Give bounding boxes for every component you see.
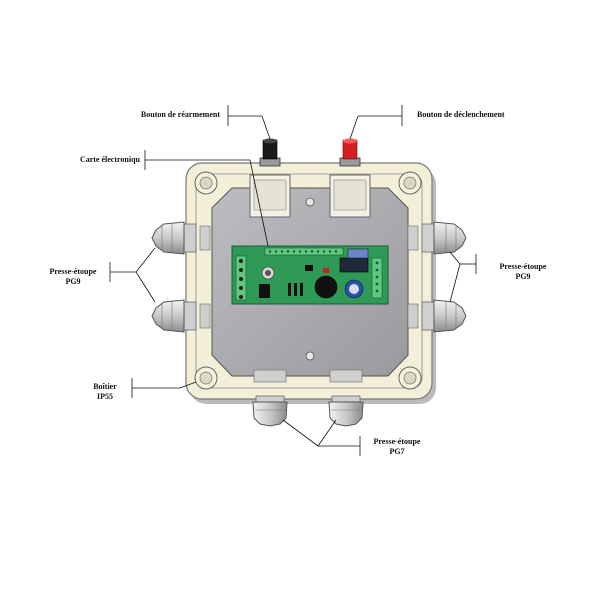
gland-left-top <box>151 221 211 255</box>
label-reset-button: Bouton de réarmement <box>140 110 220 119</box>
housing-groove <box>195 173 423 389</box>
corner-screw-top-right <box>398 171 422 195</box>
gland-bottom-left <box>252 369 288 427</box>
plate-screw-top <box>305 197 315 207</box>
gland-right-bottom <box>407 299 467 333</box>
gland-bottom-right <box>328 369 364 427</box>
label-gland-right: Presse-étoupe PG9 <box>499 262 547 281</box>
corner-screw-bottom-left <box>194 366 218 390</box>
trigger-button-housing <box>329 174 371 218</box>
reset-button-housing <box>249 174 291 218</box>
plate-screw-bottom <box>305 351 315 361</box>
reset-push-button <box>259 138 281 167</box>
trigger-push-button <box>339 138 361 167</box>
label-gland-left: Presse-étoupe PG9 <box>49 267 97 286</box>
electronic-board <box>231 245 389 305</box>
corner-screw-bottom-right <box>398 366 422 390</box>
label-gland-bottom: Presse-étoupe PG7 <box>373 437 421 456</box>
leader-lines <box>109 105 477 456</box>
label-electronic-board: Carte électroniqu <box>79 155 140 164</box>
label-housing: Boîtier IP55 <box>93 382 117 401</box>
label-trigger-button: Bouton de déclenchement <box>417 110 505 119</box>
corner-screw-top-left <box>194 171 218 195</box>
gland-right-top <box>407 221 467 255</box>
gland-left-bottom <box>151 299 211 333</box>
